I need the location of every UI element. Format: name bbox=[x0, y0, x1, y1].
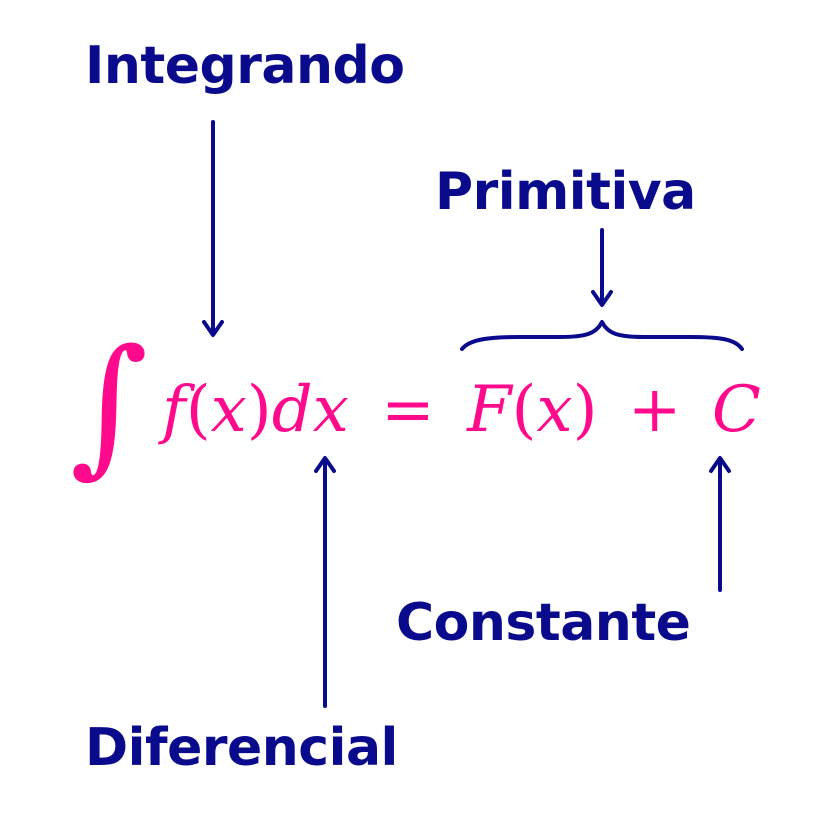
label-primitiva: Primitiva bbox=[435, 162, 696, 222]
variable-x: x bbox=[536, 373, 573, 447]
left-paren: ( bbox=[511, 373, 537, 447]
arrowhead-diferencial bbox=[314, 456, 336, 473]
label-integrando: Integrando bbox=[85, 36, 405, 96]
label-diferencial: Diferencial bbox=[85, 718, 398, 778]
right-paren: ) bbox=[246, 373, 272, 447]
right-paren: ) bbox=[572, 373, 598, 447]
variable-x: x bbox=[210, 373, 247, 447]
left-paren: ( bbox=[185, 373, 211, 447]
arrowhead-primitiva bbox=[591, 290, 613, 307]
formula-expression: f(x)dx = F(x) + C bbox=[162, 378, 761, 442]
label-constante: Constante bbox=[396, 593, 691, 653]
plus-sign: + bbox=[627, 373, 682, 447]
overbrace bbox=[460, 320, 744, 351]
integral-sign: ∫ bbox=[70, 318, 149, 492]
integrand-symbol: f bbox=[162, 373, 186, 447]
differential-symbol: dx bbox=[271, 373, 349, 447]
arrowhead-integrando bbox=[202, 320, 224, 337]
arrowhead-constante bbox=[709, 456, 731, 473]
constant-symbol: C bbox=[711, 373, 761, 447]
equals-sign: = bbox=[381, 373, 435, 447]
primitive-symbol: F bbox=[467, 373, 512, 447]
